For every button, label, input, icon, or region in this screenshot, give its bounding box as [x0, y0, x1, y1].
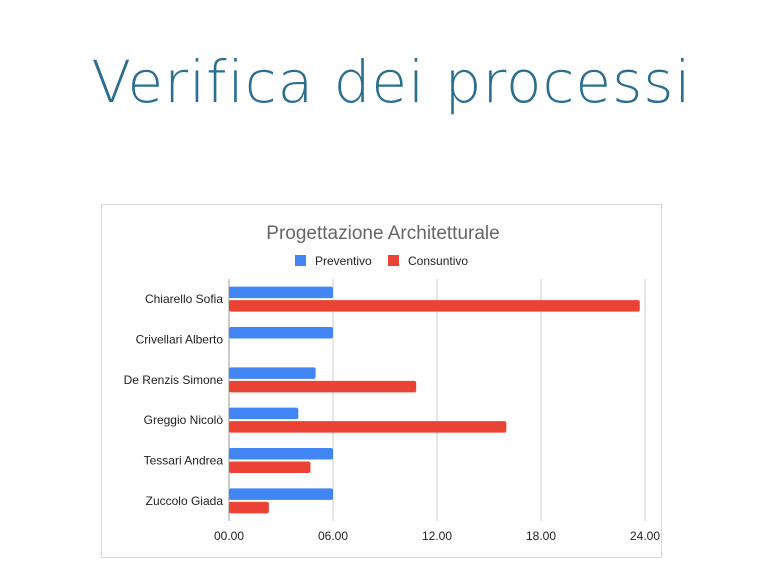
gridlines	[228, 279, 646, 521]
chart-title: Progettazione Architetturale	[266, 223, 499, 244]
category-label: Tessari Andrea	[144, 454, 224, 468]
bar-consuntivo	[229, 300, 640, 312]
legend-swatch-preventivo	[295, 255, 306, 266]
legend-swatch-consuntivo	[388, 255, 399, 266]
bar-consuntivo	[229, 421, 507, 433]
legend-label-preventivo: Preventivo	[315, 254, 372, 268]
bar-preventivo	[229, 286, 333, 299]
x-tick-label: 06.00	[318, 529, 348, 543]
x-tick-label: 12.00	[422, 529, 452, 543]
category-label: Crivellari Alberto	[136, 333, 224, 347]
category-label: Chiarello Sofia	[145, 292, 223, 306]
tick-labels: 00.00 06.00 12.00 18.00 24.00	[214, 529, 660, 543]
bar-preventivo	[229, 407, 299, 420]
legend-label-consuntivo: Consuntivo	[408, 254, 468, 268]
category-label: Greggio Nicolò	[144, 413, 224, 427]
chart-legend: Preventivo Consuntivo	[295, 254, 468, 268]
bar-preventivo	[229, 488, 333, 500]
x-tick-label: 18.00	[526, 529, 556, 543]
bar-consuntivo	[229, 461, 311, 473]
bar-preventivo	[229, 448, 333, 460]
bar-preventivo	[229, 327, 333, 339]
category-label: Zuccolo Giada	[146, 494, 224, 508]
x-tick-label: 00.00	[214, 529, 244, 543]
bar-consuntivo	[229, 501, 269, 514]
bar-consuntivo	[229, 380, 417, 393]
x-tick-label: 24.00	[630, 529, 660, 543]
category-label: De Renzis Simone	[124, 373, 224, 387]
slide-title: Verifica dei processi	[91, 48, 692, 116]
bars	[229, 286, 640, 514]
bar-preventivo	[229, 367, 316, 379]
